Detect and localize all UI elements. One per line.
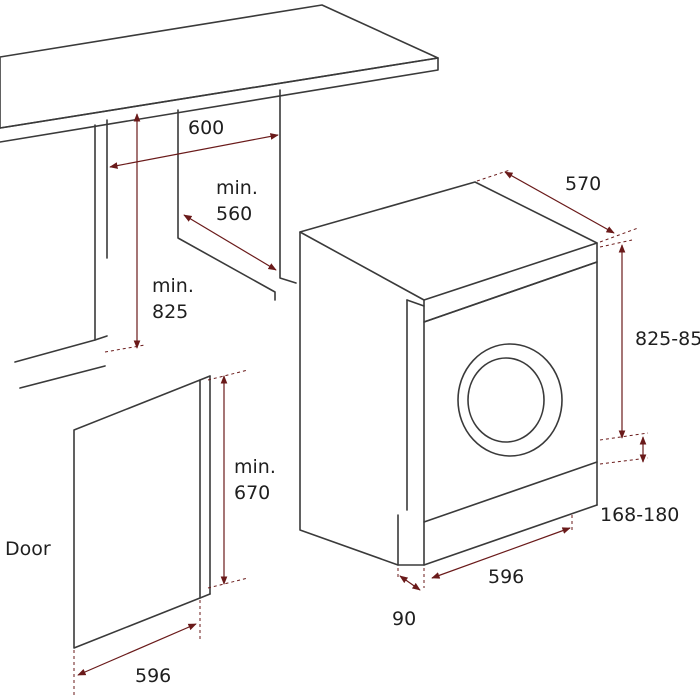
door-edge-bottom [199, 593, 211, 599]
dim-line-596-machine [431, 527, 571, 579]
label-min-height-value: 825 [152, 301, 188, 323]
washing-machine [299, 181, 598, 566]
label-machine-height: 825-85 [635, 328, 700, 350]
label-cabinet-width: 600 [188, 117, 224, 139]
door-panel [73, 375, 211, 649]
dim-line-570 [504, 171, 615, 234]
dimension-lines [73, 113, 649, 695]
machine-front-panel [423, 261, 598, 523]
label-plinth-range: 168-180 [600, 504, 679, 526]
label-door-min-word: min. [234, 456, 276, 478]
left-cabinet-bottom [94, 335, 108, 341]
niche-back-right [279, 89, 297, 284]
floor-line [19, 365, 106, 389]
machine-front-outline [423, 242, 598, 323]
label-min-height-word: min. [152, 275, 194, 297]
porthole-outer [457, 343, 563, 457]
door-outline [73, 379, 201, 649]
dim-line-90 [399, 575, 421, 591]
porthole-inner [467, 357, 545, 443]
label-machine-depth: 570 [565, 173, 601, 195]
countertop-front [0, 57, 439, 143]
dash-168-180 [599, 457, 649, 465]
dash-670-bottom [207, 577, 249, 589]
machine-left-side [299, 231, 399, 566]
dash-825-bottom [104, 344, 146, 353]
machine-edge-top [406, 299, 425, 307]
label-base-offset: 90 [392, 608, 416, 630]
door-edge [199, 375, 211, 381]
dash-570-a [476, 169, 511, 182]
dash-825-85-top [599, 239, 633, 248]
dash-570-b [599, 227, 639, 243]
label-min-depth-value: 560 [216, 203, 252, 225]
machine-plinth [397, 514, 425, 566]
label-machine-width: 596 [488, 566, 524, 588]
dash-670-top [207, 369, 249, 381]
dim-line-560 [183, 214, 277, 271]
machine-top [299, 181, 598, 301]
plinth-base [423, 504, 598, 566]
label-door-width: 596 [135, 665, 171, 687]
dim-line-600 [109, 133, 279, 169]
countertop-top [0, 4, 439, 129]
label-door-min-value: 670 [234, 482, 270, 504]
label-min-depth-word: min. [216, 177, 258, 199]
dimension-text: 600 min. 560 min. 825 570 825-85 168-180… [5, 117, 700, 687]
left-cabinet-front [14, 124, 96, 363]
dash-825-85-bottom [599, 432, 649, 441]
label-door: Door [5, 538, 51, 560]
dim-line-596-door [77, 623, 197, 676]
